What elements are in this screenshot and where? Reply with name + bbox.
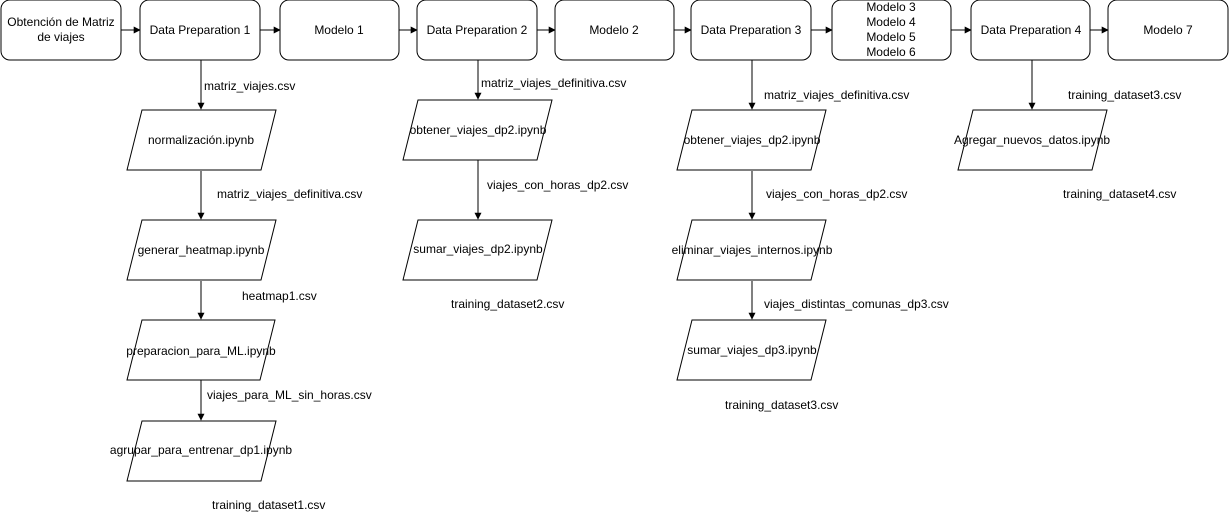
file-viajes-con-horas-dp3: viajes_con_horas_dp2.csv [766, 187, 907, 201]
file-training-dataset2: training_dataset2.csv [451, 297, 564, 311]
node-obtencion-label-line1: Obtención de Matriz [7, 15, 114, 29]
file-viajes-con-horas-dp2: viajes_con_horas_dp2.csv [487, 178, 628, 192]
notebook-preparacion-ml-label: preparacion_para_ML.ipynb [126, 344, 276, 358]
file-matriz-viajes-definitiva-dp3: matriz_viajes_definitiva.csv [764, 88, 909, 102]
notebook-generar-heatmap-label: generar_heatmap.ipynb [138, 243, 265, 257]
notebook-eliminar-viajes-internos [676, 219, 827, 281]
node-dp3-label: Data Preparation 3 [701, 23, 802, 37]
file-training-dataset3-dp3: training_dataset3.csv [725, 398, 838, 412]
node-dp1-label: Data Preparation 1 [150, 23, 251, 37]
notebook-preparacion-ml [126, 319, 276, 381]
node-modelo2-label: Modelo 2 [589, 23, 639, 37]
file-matriz-viajes-definitiva-dp1: matriz_viajes_definitiva.csv [217, 187, 362, 201]
node-modelos-label-line2: Modelo 4 [866, 15, 916, 29]
node-dp4-label: Data Preparation 4 [981, 23, 1082, 37]
node-modelo1-label: Modelo 1 [314, 23, 364, 37]
notebook-obtener-viajes-dp2 [402, 99, 553, 161]
file-training-dataset4: training_dataset4.csv [1063, 187, 1176, 201]
node-modelos-label-line3: Modelo 5 [866, 30, 916, 44]
notebook-obtener-viajes-dp3 [676, 109, 827, 171]
file-training-dataset3-dp4: training_dataset3.csv [1068, 88, 1181, 102]
notebook-sumar-viajes-dp3-label: sumar_viajes_dp3.ipynb [687, 343, 817, 357]
notebook-generar-heatmap [126, 219, 277, 281]
node-modelo7-label: Modelo 7 [1143, 23, 1193, 37]
node-modelos-3-6: Modelo 3 Modelo 4 Modelo 5 Modelo 6 [831, 0, 952, 61]
notebook-normalizacion-label: normalización.ipynb [148, 133, 254, 147]
node-dp2-label: Data Preparation 2 [427, 23, 528, 37]
file-training-dataset1: training_dataset1.csv [212, 498, 325, 512]
node-dp3: Data Preparation 3 [690, 0, 812, 61]
node-modelos-label-line4: Modelo 6 [866, 45, 916, 59]
node-obtencion: Obtención de Matriz de viajes [0, 0, 122, 61]
notebook-sumar-viajes-dp2 [402, 219, 553, 281]
file-heatmap1: heatmap1.csv [242, 289, 317, 303]
notebook-sumar-viajes-dp3 [676, 319, 827, 381]
node-modelos-label-line1: Modelo 3 [866, 0, 916, 14]
notebook-agregar-nuevos-datos [957, 109, 1108, 171]
notebook-eliminar-viajes-internos-label: eliminar_viajes_internos.ipynb [672, 243, 833, 257]
node-modelo2: Modelo 2 [554, 0, 675, 61]
node-dp1: Data Preparation 1 [139, 0, 261, 61]
notebook-obtener-viajes-dp3-label: obtener_viajes_dp2.ipynb [684, 133, 821, 147]
node-dp4: Data Preparation 4 [970, 0, 1091, 61]
node-modelo1: Modelo 1 [279, 0, 400, 61]
notebook-agregar-nuevos-datos-label: Agregar_nuevos_datos.ipynb [954, 133, 1110, 147]
node-modelo7: Modelo 7 [1107, 0, 1229, 61]
file-viajes-para-ml: viajes_para_ML_sin_horas.csv [207, 388, 372, 402]
node-obtencion-label-line2: de viajes [37, 30, 84, 44]
notebook-sumar-viajes-dp2-label: sumar_viajes_dp2.ipynb [413, 242, 543, 256]
file-viajes-distintas-comunas: viajes_distintas_comunas_dp3.csv [764, 297, 949, 311]
notebook-agrupar-dp1 [126, 420, 277, 482]
notebook-agrupar-dp1-label: agrupar_para_entrenar_dp1.ipynb [110, 443, 292, 457]
notebook-normalizacion [126, 109, 277, 171]
notebook-obtener-viajes-dp2-label: obtener_viajes_dp2.ipynb [410, 123, 547, 137]
file-matriz-viajes: matriz_viajes.csv [204, 79, 295, 93]
file-matriz-viajes-definitiva-dp2: matriz_viajes_definitiva.csv [481, 76, 626, 90]
node-dp2: Data Preparation 2 [416, 0, 538, 61]
